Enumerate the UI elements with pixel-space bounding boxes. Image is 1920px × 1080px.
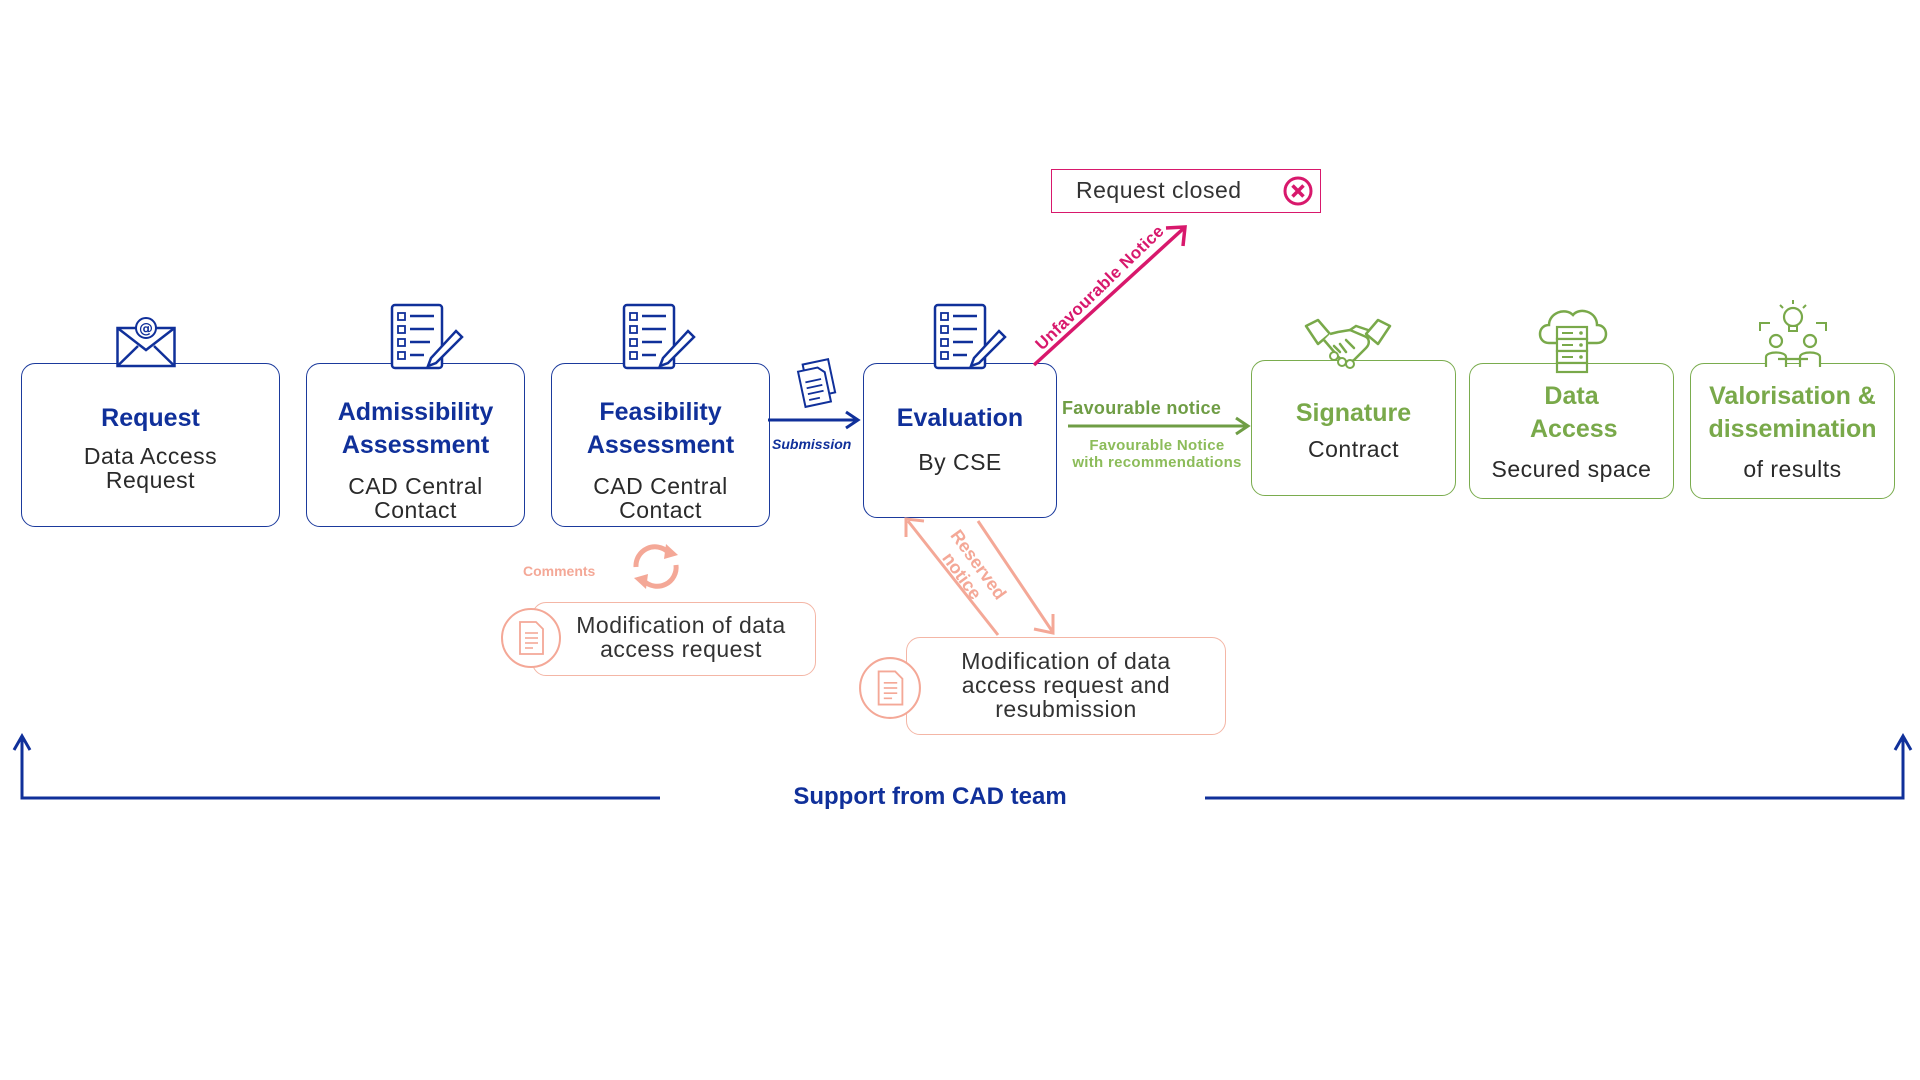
document-icon xyxy=(859,657,921,719)
cloud-server-icon xyxy=(1538,309,1608,374)
request-closed-box xyxy=(1051,169,1321,213)
checklist-icon xyxy=(933,303,1007,370)
step-data-access: Data Access Secured space xyxy=(1469,363,1674,499)
step-title: Signature xyxy=(1295,399,1412,427)
step-request: Request Data Access Request xyxy=(21,363,280,527)
checklist-icon xyxy=(390,303,464,370)
idea-team-icon xyxy=(1759,300,1827,367)
step-title: Data Access xyxy=(1530,382,1618,443)
submission-label: Submission xyxy=(772,436,852,452)
step-subtitle: of results xyxy=(1743,456,1842,482)
step-title: Evaluation xyxy=(896,404,1024,432)
support-bracket xyxy=(12,732,1913,800)
step-signature: Signature Contract xyxy=(1251,360,1456,496)
step-title: Feasibility Assessment xyxy=(586,398,735,459)
checklist-icon xyxy=(622,303,696,370)
modification-resubmission-label: Modification of data access request and … xyxy=(961,648,1171,722)
step-subtitle: By CSE xyxy=(918,449,1002,475)
comments-label: Comments xyxy=(523,563,596,579)
reserved-arrow xyxy=(904,517,1055,636)
handshake-icon xyxy=(1304,318,1392,369)
step-feasibility: Feasibility Assessment CAD Central Conta… xyxy=(551,363,770,527)
favourable-arrow xyxy=(1068,416,1251,436)
step-subtitle: Data Access Request xyxy=(83,443,218,493)
step-title: Valorisation & dissemination xyxy=(1708,382,1877,443)
document-icon xyxy=(796,357,837,409)
unfavourable-arrow xyxy=(1032,225,1187,367)
step-valorisation: Valorisation & dissemination of results xyxy=(1690,363,1895,499)
step-subtitle: CAD Central Contact xyxy=(593,473,728,523)
step-title: Request xyxy=(101,404,200,432)
favourable-rec-label: Favourable Notice with recommendations xyxy=(1072,437,1242,471)
submission-arrow xyxy=(768,410,861,430)
step-subtitle: Secured space xyxy=(1491,456,1652,482)
svg-text:@: @ xyxy=(139,321,153,337)
step-admissibility: Admissibility Assessment CAD Central Con… xyxy=(306,363,525,527)
step-subtitle: Contract xyxy=(1308,436,1399,462)
step-subtitle: CAD Central Contact xyxy=(348,473,483,523)
envelope-icon: @ xyxy=(116,317,176,368)
close-circle-icon xyxy=(1283,176,1313,206)
modification-label: Modification of data access request xyxy=(576,612,786,662)
step-evaluation: Evaluation By CSE xyxy=(863,363,1057,518)
support-label: Support from CAD team xyxy=(793,783,1067,810)
refresh-cycle-icon xyxy=(633,544,679,589)
request-closed-label: Request closed xyxy=(1076,177,1242,203)
favourable-label: Favourable notice xyxy=(1062,398,1222,418)
document-icon xyxy=(501,608,561,668)
step-title: Admissibility Assessment xyxy=(337,398,494,459)
